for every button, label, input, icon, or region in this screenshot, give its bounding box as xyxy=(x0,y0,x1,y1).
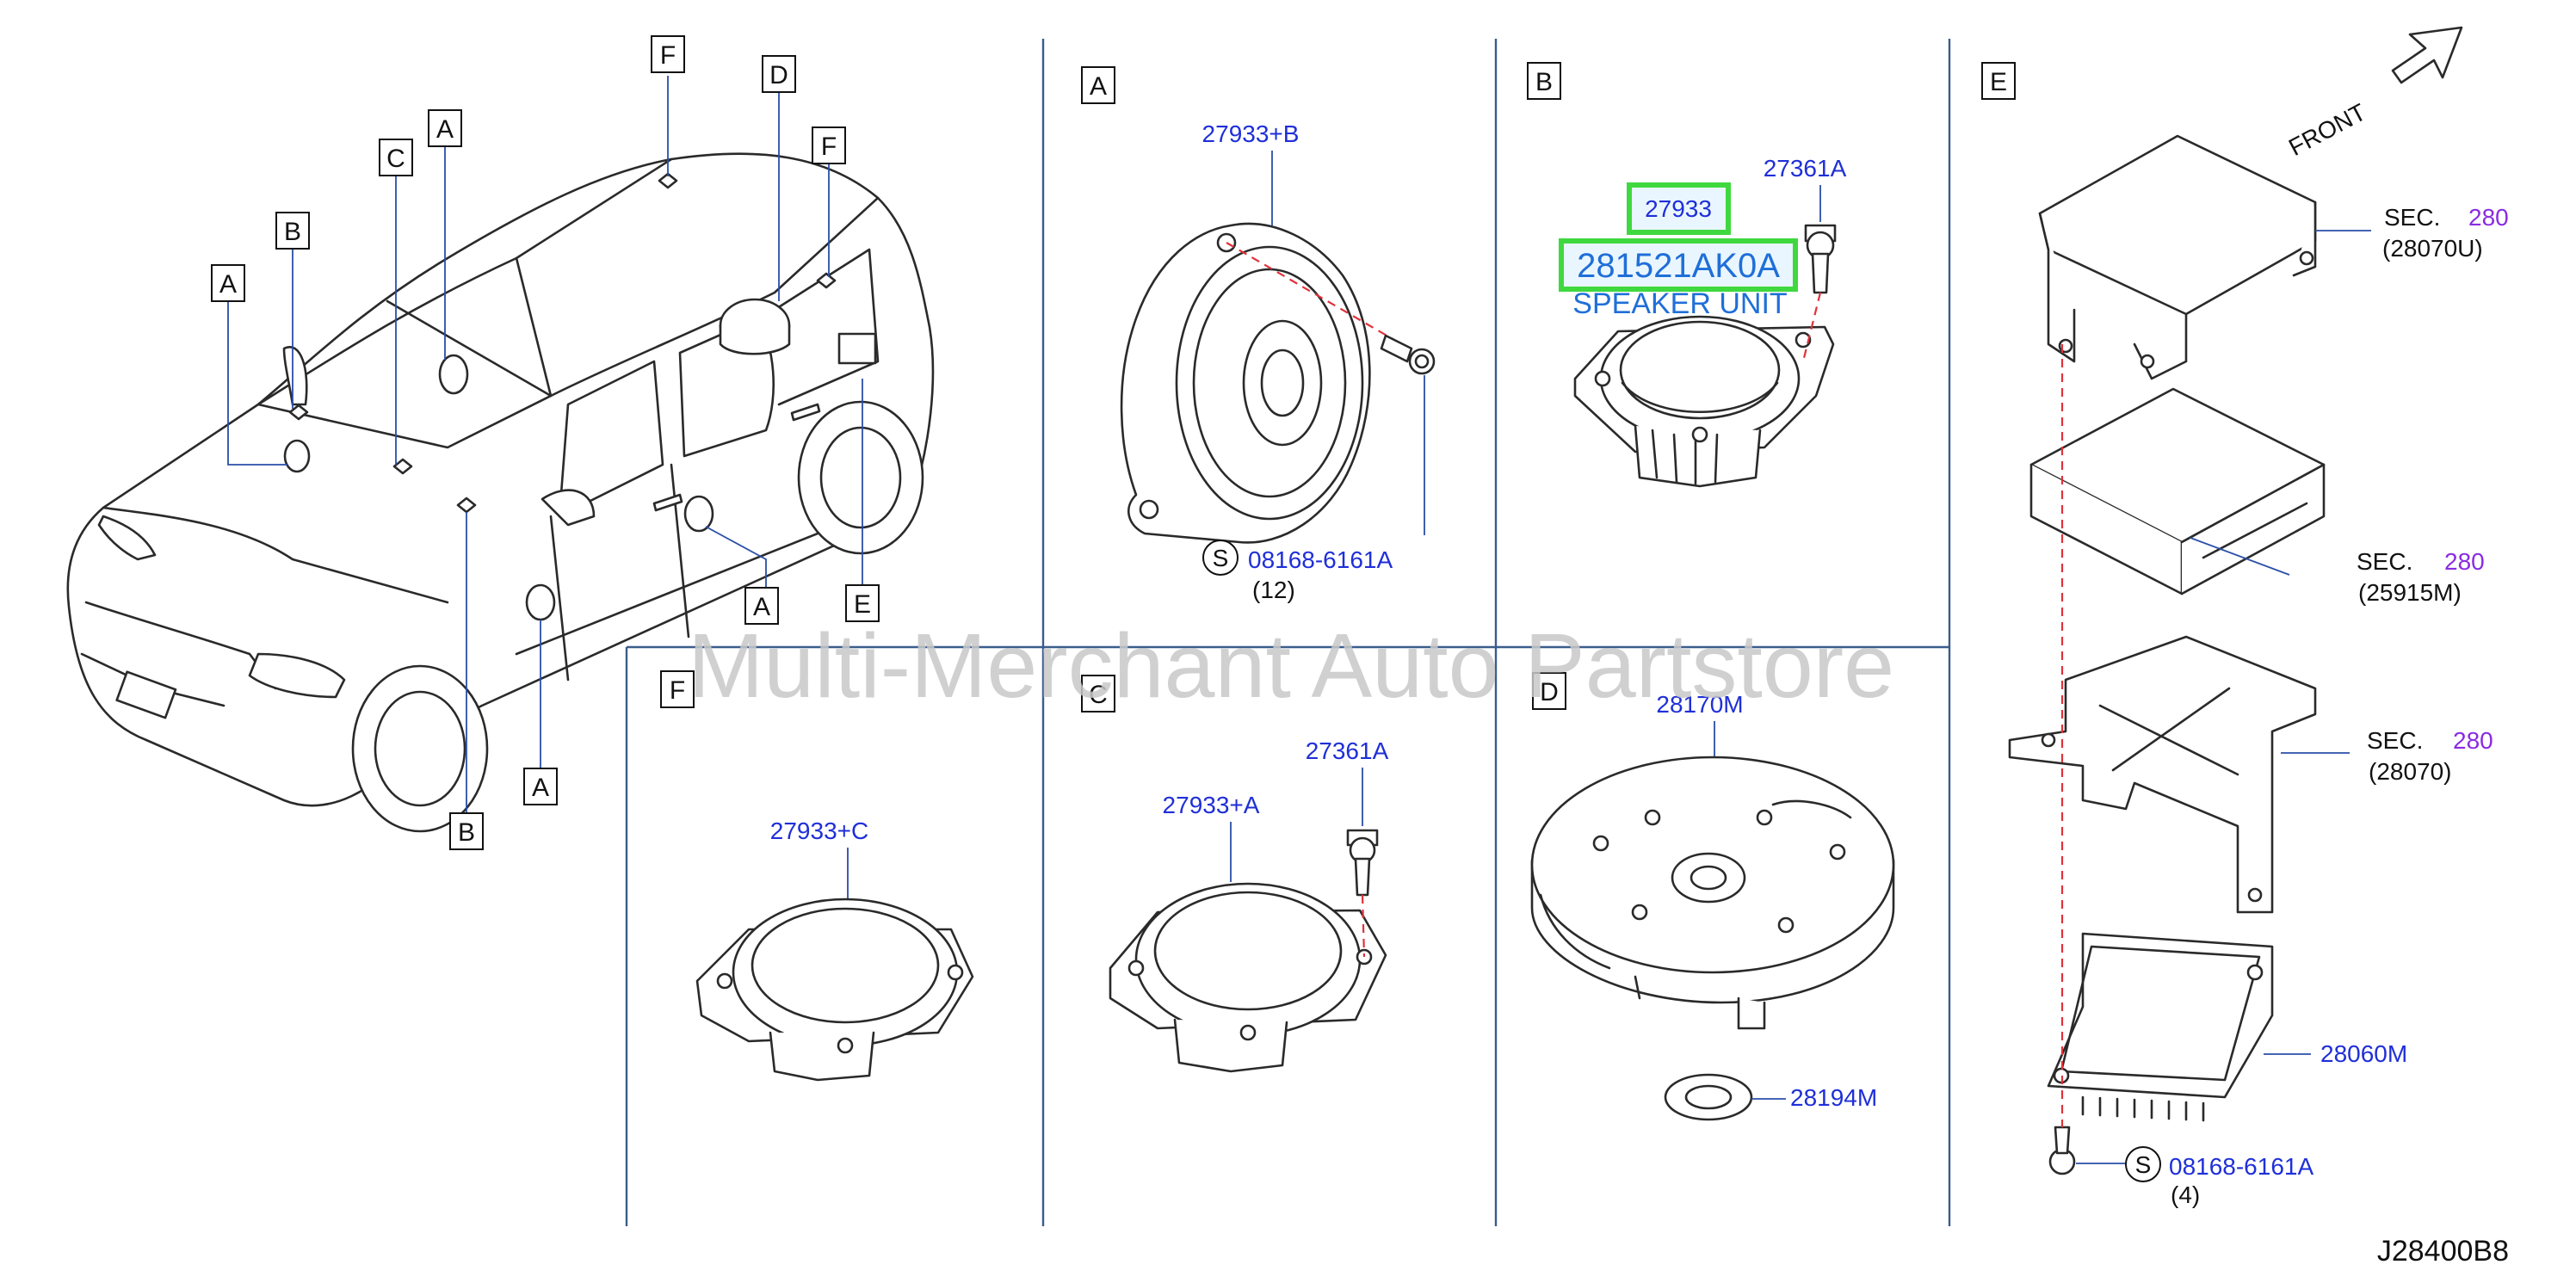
part-08168-6161a-a[interactable]: 08168-6161A xyxy=(1248,546,1393,573)
locator-a-bottom: A xyxy=(532,774,549,802)
navigation-unit xyxy=(2029,387,2326,595)
car-locator-labels: F D F A C B A A E A B xyxy=(211,35,880,850)
subwoofer-d xyxy=(1530,756,1895,1030)
mounting-plate xyxy=(2008,635,2317,914)
bracket-e xyxy=(2038,134,2317,380)
speaker-f xyxy=(695,898,974,1082)
panel-dividers xyxy=(625,39,1951,1226)
panel-b: B 27933 281521AK0A SPEAKER UNIT 27361A xyxy=(1527,62,1847,488)
screw-e-qty: (4) xyxy=(2171,1181,2200,1208)
bracket-sec: SEC. xyxy=(2384,204,2440,231)
part-28194m[interactable]: 28194M xyxy=(1790,1084,1877,1111)
part-27933[interactable]: 27933 xyxy=(1645,195,1712,222)
part-08168-6161a-e[interactable]: 08168-6161A xyxy=(2169,1153,2313,1180)
plate-sec-num[interactable]: 280 xyxy=(2453,727,2493,754)
panel-c: C 27361A 27933+A xyxy=(1081,675,1389,1073)
locator-a-door: A xyxy=(753,593,770,621)
panel-e-label: E xyxy=(1990,68,2007,96)
amplifier xyxy=(2047,932,2274,1122)
screw-a xyxy=(1380,334,1436,375)
panel-e: E FRONT SEC. 280 (28070U) SEC. 280 xyxy=(1981,26,2509,1208)
locator-d: D xyxy=(769,61,788,89)
locator-b-top: B xyxy=(284,218,301,246)
panel-d: D 28170M 28194M xyxy=(1530,672,1895,1121)
door-speaker-a xyxy=(1120,222,1371,544)
car-illustration xyxy=(66,152,935,833)
screw-a-qty: (12) xyxy=(1252,577,1295,603)
unit-ref: (25915M) xyxy=(2358,579,2462,606)
part-27361a-c[interactable]: 27361A xyxy=(1306,737,1389,764)
locator-c: C xyxy=(386,145,405,173)
part-281521ak0a[interactable]: 281521AK0A xyxy=(1577,247,1780,285)
panel-f: F 27933+C xyxy=(660,670,974,1082)
speaker-c xyxy=(1109,882,1387,1073)
front-label: FRONT xyxy=(2284,98,2370,161)
bracket-ref: (28070U) xyxy=(2382,235,2483,262)
screw-a-symbol: S xyxy=(1213,545,1229,571)
unit-sec: SEC. xyxy=(2357,548,2412,575)
panel-f-label: F xyxy=(670,676,685,705)
unit-sec-num[interactable]: 280 xyxy=(2444,548,2485,575)
tweeter-b xyxy=(1573,315,1835,488)
plate-ref: (28070) xyxy=(2369,758,2452,785)
locator-a-top: A xyxy=(436,115,454,144)
panel-d-label: D xyxy=(1540,678,1559,706)
locator-b-bottom: B xyxy=(458,818,475,847)
locator-f-rear: F xyxy=(821,133,837,161)
locator-a-left: A xyxy=(219,270,237,299)
locator-f-top: F xyxy=(660,41,676,70)
pad-d xyxy=(1664,1073,1753,1121)
part-27933-a[interactable]: 27933+A xyxy=(1163,792,1260,818)
panel-b-label: B xyxy=(1535,68,1553,96)
panel-a-label: A xyxy=(1090,72,1107,101)
panel-a: A 27933+B S 08168-6161A (12) xyxy=(1081,66,1436,603)
screw-e xyxy=(2048,1126,2076,1175)
part-28170m[interactable]: 28170M xyxy=(1656,691,1743,718)
part-27361a-b[interactable]: 27361A xyxy=(1764,155,1847,182)
part-28060m[interactable]: 28060M xyxy=(2320,1040,2407,1067)
plate-sec: SEC. xyxy=(2367,727,2423,754)
panel-c-label: C xyxy=(1089,681,1108,709)
screw-b xyxy=(1804,224,1837,294)
bracket-sec-num[interactable]: 280 xyxy=(2468,204,2509,231)
screw-e-symbol: S xyxy=(2135,1151,2152,1178)
part-27933-c[interactable]: 27933+C xyxy=(770,817,868,844)
diagram-code: J28400B8 xyxy=(2377,1235,2509,1268)
watermark: Multi-Merchant Auto Partstore xyxy=(688,615,1894,717)
screw-c xyxy=(1346,829,1379,897)
front-arrow xyxy=(2391,26,2463,84)
locator-e: E xyxy=(854,590,871,619)
part-27933-b[interactable]: 27933+B xyxy=(1202,120,1300,147)
part-speaker-unit: SPEAKER UNIT xyxy=(1572,287,1787,320)
